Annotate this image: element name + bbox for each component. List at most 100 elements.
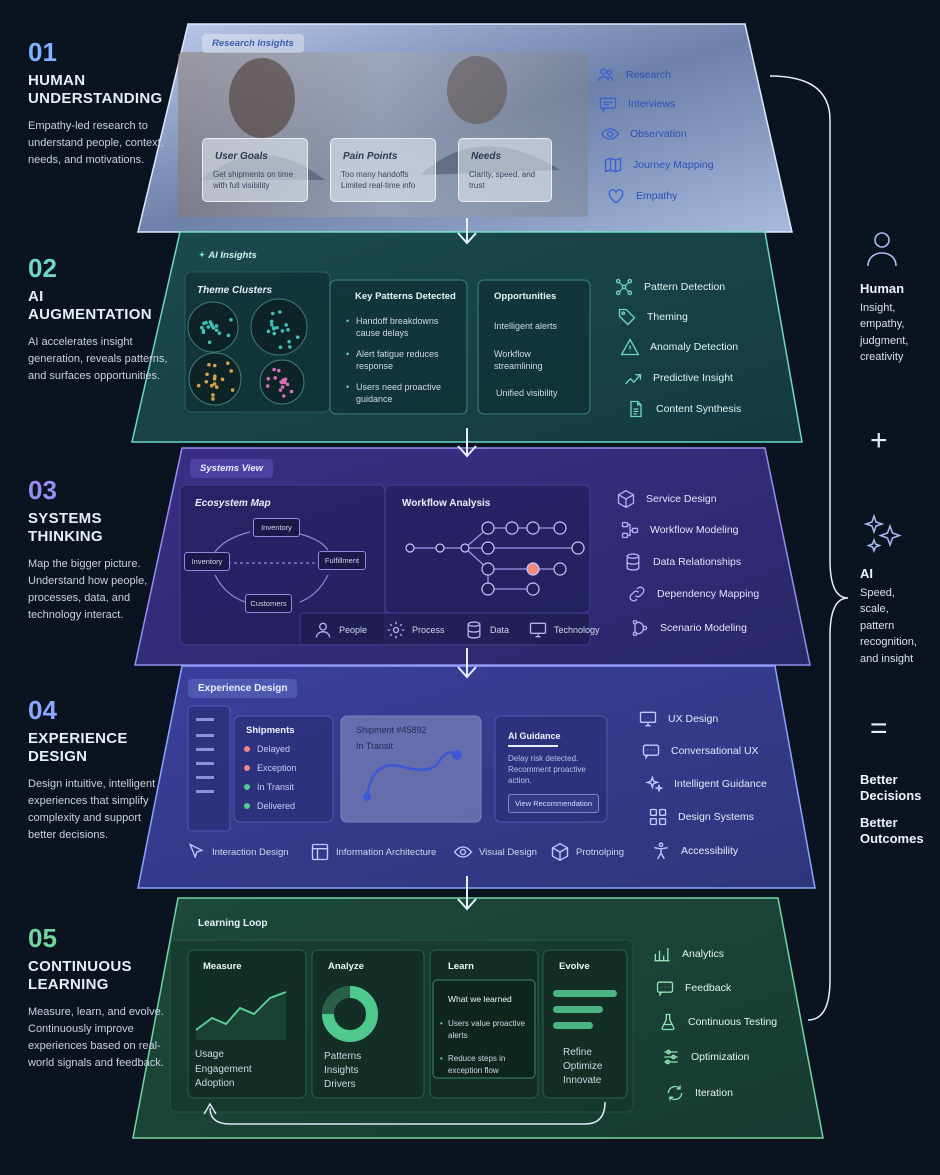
tag-icon	[618, 308, 636, 326]
systems-view-tag: Systems View	[190, 459, 274, 478]
gear-icon	[387, 621, 405, 639]
evolve-item: Optimize	[563, 1061, 603, 1072]
cluster-dot	[214, 324, 219, 328]
guidance-underline	[508, 745, 558, 747]
cluster-dot	[269, 319, 274, 324]
bar-chart-icon	[654, 948, 670, 962]
cluster-dot	[207, 362, 211, 367]
eco-node: Inventory	[253, 518, 300, 537]
card-title: Pain Points	[343, 151, 398, 162]
tool-design-systems: Design Systems	[648, 807, 754, 827]
cluster-dot	[272, 331, 276, 336]
status-dot	[244, 765, 250, 771]
cluster-dot	[208, 320, 213, 324]
cluster-dot	[287, 339, 291, 344]
cluster-dot	[280, 329, 285, 333]
bottom-information-architecture: Information Architecture	[310, 842, 436, 862]
status-dot	[244, 746, 250, 752]
tool-label: Accessibility	[681, 845, 739, 857]
shipment-status-item[interactable]: Exception	[244, 763, 297, 773]
learn-title: Learn	[448, 961, 474, 972]
cluster-dot	[275, 325, 279, 330]
ecosystem-map-title: Ecosystem Map	[195, 498, 271, 509]
workflow-node	[481, 562, 495, 576]
eco-node: Fulfillment	[318, 551, 366, 570]
bottom-visual-design: Visual Design	[453, 842, 537, 862]
monitor-icon	[529, 622, 547, 638]
cluster-dot	[229, 317, 233, 322]
shipment-status-item[interactable]: Delivered	[244, 801, 295, 811]
ai-line: Speed,	[860, 586, 895, 599]
patterns-list: •Handoff breakdowns cause delays •Alert …	[346, 316, 462, 405]
status-label: In Transit	[257, 782, 295, 792]
tool-continuous-testing: Continuous Testing	[658, 1012, 777, 1032]
workflow-analysis-title: Workflow Analysis	[402, 498, 491, 509]
status-label: Delayed	[257, 744, 291, 754]
workflow-node	[435, 543, 445, 553]
tool-optimization: Optimization	[661, 1047, 749, 1067]
right-bracket	[769, 75, 849, 1021]
accessibility-icon	[654, 842, 668, 860]
workflow-node	[526, 521, 540, 535]
tool-empathy: Empathy	[606, 186, 677, 206]
cluster-dot	[288, 345, 292, 349]
card-body: Clarity, speed, and trust	[469, 170, 536, 190]
tool-label: Iteration	[695, 1087, 733, 1099]
cluster-dot	[289, 389, 294, 394]
equals-sign: =	[870, 712, 888, 745]
cluster-dot	[226, 361, 230, 365]
map-icon	[604, 157, 622, 173]
measure-item: Adoption	[195, 1078, 235, 1089]
cluster-dot	[205, 372, 209, 377]
tool-label: Dependency Mapping	[657, 588, 760, 600]
tool-label: Workflow Modeling	[650, 524, 739, 536]
branch-icon	[632, 619, 648, 637]
ai-guidance-title: AI Guidance	[508, 731, 561, 741]
measure-item: Engagement	[195, 1063, 252, 1075]
ai-guidance-body: Delay risk detected. Recomment proactive…	[508, 754, 586, 785]
cluster-dot	[265, 384, 270, 388]
eye-icon	[600, 128, 620, 140]
ai-insights-tag: ✦ AI Insights	[188, 246, 267, 265]
status-dot	[244, 784, 250, 790]
database-icon	[626, 553, 640, 571]
pain-points-card: Pain Points Too many handoffs Limited re…	[330, 138, 436, 202]
tool-anomaly-detection: Anomaly Detection	[620, 337, 738, 357]
learned-list: •Users value proactive alerts •Reduce st…	[440, 1018, 530, 1076]
tool-interviews: Interviews	[598, 94, 675, 114]
tool-label: Conversational UX	[671, 745, 759, 757]
theme-clusters-title: Theme Clusters	[197, 285, 273, 296]
ai-title: AI	[860, 566, 873, 581]
measure-items: Usage Engagement Adoption	[195, 1048, 252, 1092]
step-number: 03	[28, 475, 57, 505]
tool-content-synthesis: Content Synthesis	[626, 399, 741, 419]
view-recommendation-button[interactable]: View Recommendation	[508, 794, 599, 813]
cluster-dot	[209, 383, 214, 388]
tool-label: Design Systems	[678, 811, 754, 823]
cluster-dot	[212, 382, 217, 386]
step-description: Measure, learn, and evolve. Continuously…	[28, 1006, 164, 1069]
tool-service-design: Service Design	[616, 489, 717, 509]
chat-icon	[599, 97, 617, 113]
evolve-item: Innovate	[563, 1075, 602, 1086]
layout-icon	[311, 843, 329, 861]
tool-data-relationships: Data Relationships	[623, 552, 741, 572]
cluster-dot	[281, 394, 286, 398]
shipment-status-item[interactable]: In Transit	[244, 782, 294, 792]
cluster-dot	[285, 382, 290, 387]
human-line: creativity	[860, 351, 904, 363]
grid-icon	[649, 808, 667, 826]
shipment-status-item[interactable]: Delayed	[244, 744, 290, 754]
cluster-dot	[266, 376, 271, 381]
legend-process: Process	[386, 620, 445, 640]
cluster-dot	[277, 368, 281, 373]
analyze-item: Drivers	[324, 1079, 356, 1090]
tool-research: Research	[596, 65, 671, 85]
tool-label: Research	[626, 69, 671, 81]
workflow-node	[405, 543, 415, 553]
cluster-dot	[212, 377, 217, 381]
status-label: Delivered	[257, 801, 296, 811]
